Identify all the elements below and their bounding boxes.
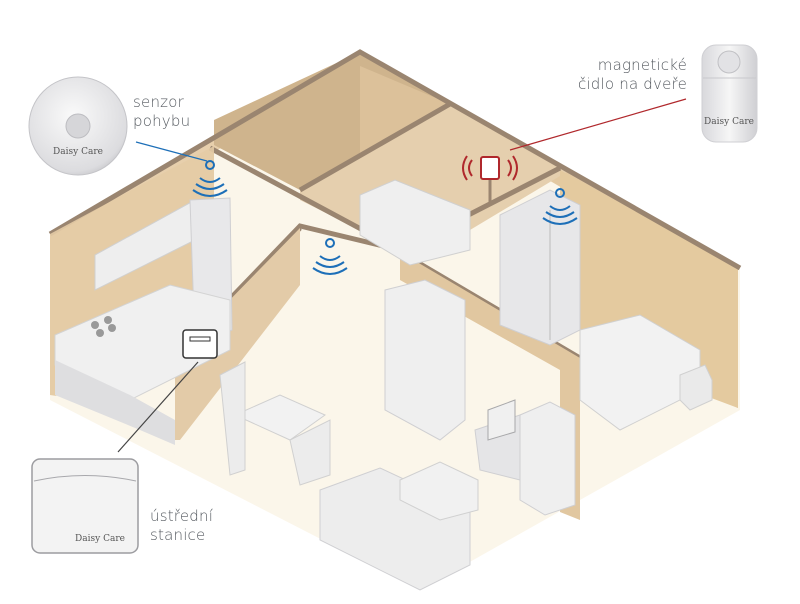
brand-logo: Daisy Care <box>75 534 125 544</box>
shelf-unit <box>519 401 576 516</box>
wardrobe <box>499 189 581 346</box>
wall-top-left <box>48 49 742 271</box>
label-line: ústřední <box>150 507 214 525</box>
base-station-marker <box>182 329 218 359</box>
stove-burner <box>108 324 116 332</box>
motion-sensor-marker <box>542 188 578 225</box>
nightstand <box>679 364 713 411</box>
stove-burner <box>91 321 99 329</box>
base-station-leader <box>117 361 199 453</box>
base-station-device: Daisy Care <box>31 458 139 554</box>
stove-burner <box>104 316 112 324</box>
wall-top-inner <box>298 101 452 193</box>
tv <box>487 399 516 441</box>
motion-sensor-marker <box>192 160 228 197</box>
motion-sensor-marker <box>312 238 348 275</box>
door-sensor-label: magnetické čidlo na dveře <box>560 56 687 94</box>
chair <box>219 361 246 476</box>
wall-kitchen-living <box>175 228 300 440</box>
motion-sensor-leader <box>135 141 208 162</box>
base-station-marker-slot <box>189 336 211 342</box>
dresser <box>359 179 471 266</box>
coffee-table <box>399 461 479 521</box>
motion-sensor-label: senzor pohybu <box>133 93 190 131</box>
label-line: pohybu <box>133 112 191 130</box>
stove-burner <box>96 329 104 337</box>
bookshelf <box>384 279 466 441</box>
label-line: stanice <box>150 526 206 544</box>
dining-table <box>233 394 327 441</box>
door-sensor-device: Daisy Care <box>701 44 758 143</box>
label-line: senzor <box>133 93 184 111</box>
door-sensor-leader <box>509 98 687 151</box>
motion-sensor-device: Daisy Care <box>28 76 128 176</box>
kitchen-counter-front <box>55 360 175 445</box>
label-line: čidlo na dveře <box>577 75 687 93</box>
brand-logo: Daisy Care <box>704 117 754 127</box>
chair <box>289 419 331 486</box>
door-sensor-marker <box>462 155 518 181</box>
label-line: magnetické <box>597 56 687 74</box>
brand-logo: Daisy Care <box>53 147 103 157</box>
base-station-label: ústřední stanice <box>150 507 213 545</box>
